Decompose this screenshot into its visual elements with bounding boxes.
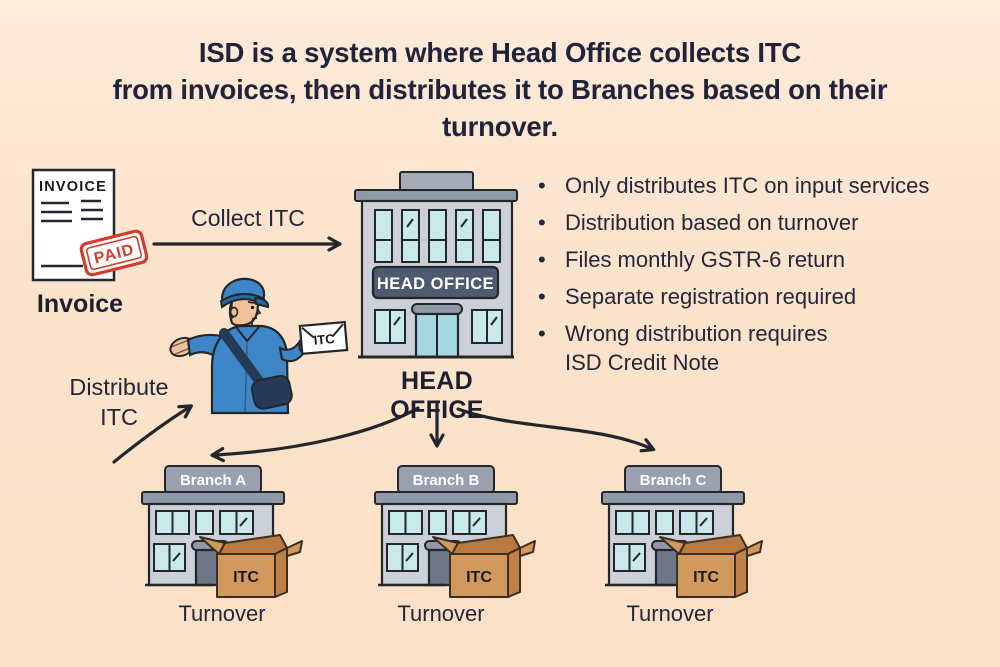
- branch-b-turnover-label: Turnover: [397, 601, 485, 626]
- door-awning: [411, 303, 463, 315]
- fact-item: • Separate registration required: [538, 284, 857, 309]
- fact-item: • Distribution based on turnover: [538, 210, 859, 235]
- invoice-heading: INVOICE: [39, 179, 107, 195]
- branch-a-turnover-label: Turnover: [178, 601, 266, 626]
- bullet-icon: •: [538, 173, 546, 198]
- postman-bag-strap: [219, 328, 267, 390]
- roof-band: [354, 189, 518, 202]
- branch-sign-text: Branch A: [180, 472, 246, 489]
- head-office-building: HEAD OFFICE: [354, 171, 518, 359]
- branch-c-building: Branch C ITC: [601, 465, 763, 598]
- lower-windows: [374, 309, 503, 344]
- fact-item: • Wrong distribution requires ISD Credit…: [538, 321, 828, 375]
- itc-box: ITC: [659, 534, 763, 598]
- arrow-to-branch-a: [210, 406, 420, 463]
- roof-cap: [399, 171, 474, 192]
- invoice-document-illustration: INVOICE PAID: [31, 168, 149, 282]
- bullet-icon: •: [538, 284, 546, 309]
- page-title: ISD is a system where Head Office collec…: [0, 34, 1000, 145]
- bullet-icon: •: [538, 247, 546, 272]
- branch-c-turnover-label: Turnover: [626, 601, 714, 626]
- distribute-itc-label: Distribute ITC: [69, 374, 169, 430]
- head-office-signboard: [371, 265, 500, 300]
- title-line-1: ISD is a system where Head Office collec…: [198, 37, 802, 68]
- title-line-2: from invoices, then distributes it to Br…: [112, 74, 888, 105]
- postman-illustration: ITC: [169, 277, 349, 415]
- itc-box: ITC: [432, 534, 536, 598]
- itc-box: ITC: [199, 534, 303, 598]
- envelope-label: ITC: [313, 331, 336, 348]
- branch-sign-text: Branch C: [640, 472, 707, 489]
- itc-box-label: ITC: [693, 569, 719, 586]
- postman-bag: [250, 374, 293, 410]
- itc-envelope: ITC: [298, 320, 349, 356]
- itc-box-label: ITC: [233, 569, 259, 586]
- paid-stamp: PAID: [79, 229, 149, 277]
- fact-item: • Files monthly GSTR-6 return: [538, 247, 845, 272]
- collect-itc-label: Collect ITC: [191, 205, 305, 231]
- invoice-caption: Invoice: [36, 290, 124, 318]
- fact-item: • Only distributes ITC on input services: [538, 173, 930, 198]
- bullet-icon: •: [538, 321, 546, 346]
- branch-sign-text: Branch B: [413, 472, 480, 489]
- bullet-icon: •: [538, 210, 546, 235]
- branch-a-building: Branch A ITC: [141, 465, 303, 598]
- head-office-caption: HEAD OFFICE: [390, 367, 484, 424]
- upper-windows: [374, 209, 501, 263]
- isd-facts-list: • Only distributes ITC on input services…: [538, 171, 990, 385]
- itc-box-label: ITC: [466, 569, 492, 586]
- arrow-to-branch-c: [456, 407, 656, 453]
- head-office-sign-text: HEAD OFFICE: [377, 275, 494, 293]
- title-line-3: turnover.: [442, 111, 558, 142]
- branch-b-building: Branch B ITC: [374, 465, 536, 598]
- distribute-itc-arrow: [112, 404, 193, 464]
